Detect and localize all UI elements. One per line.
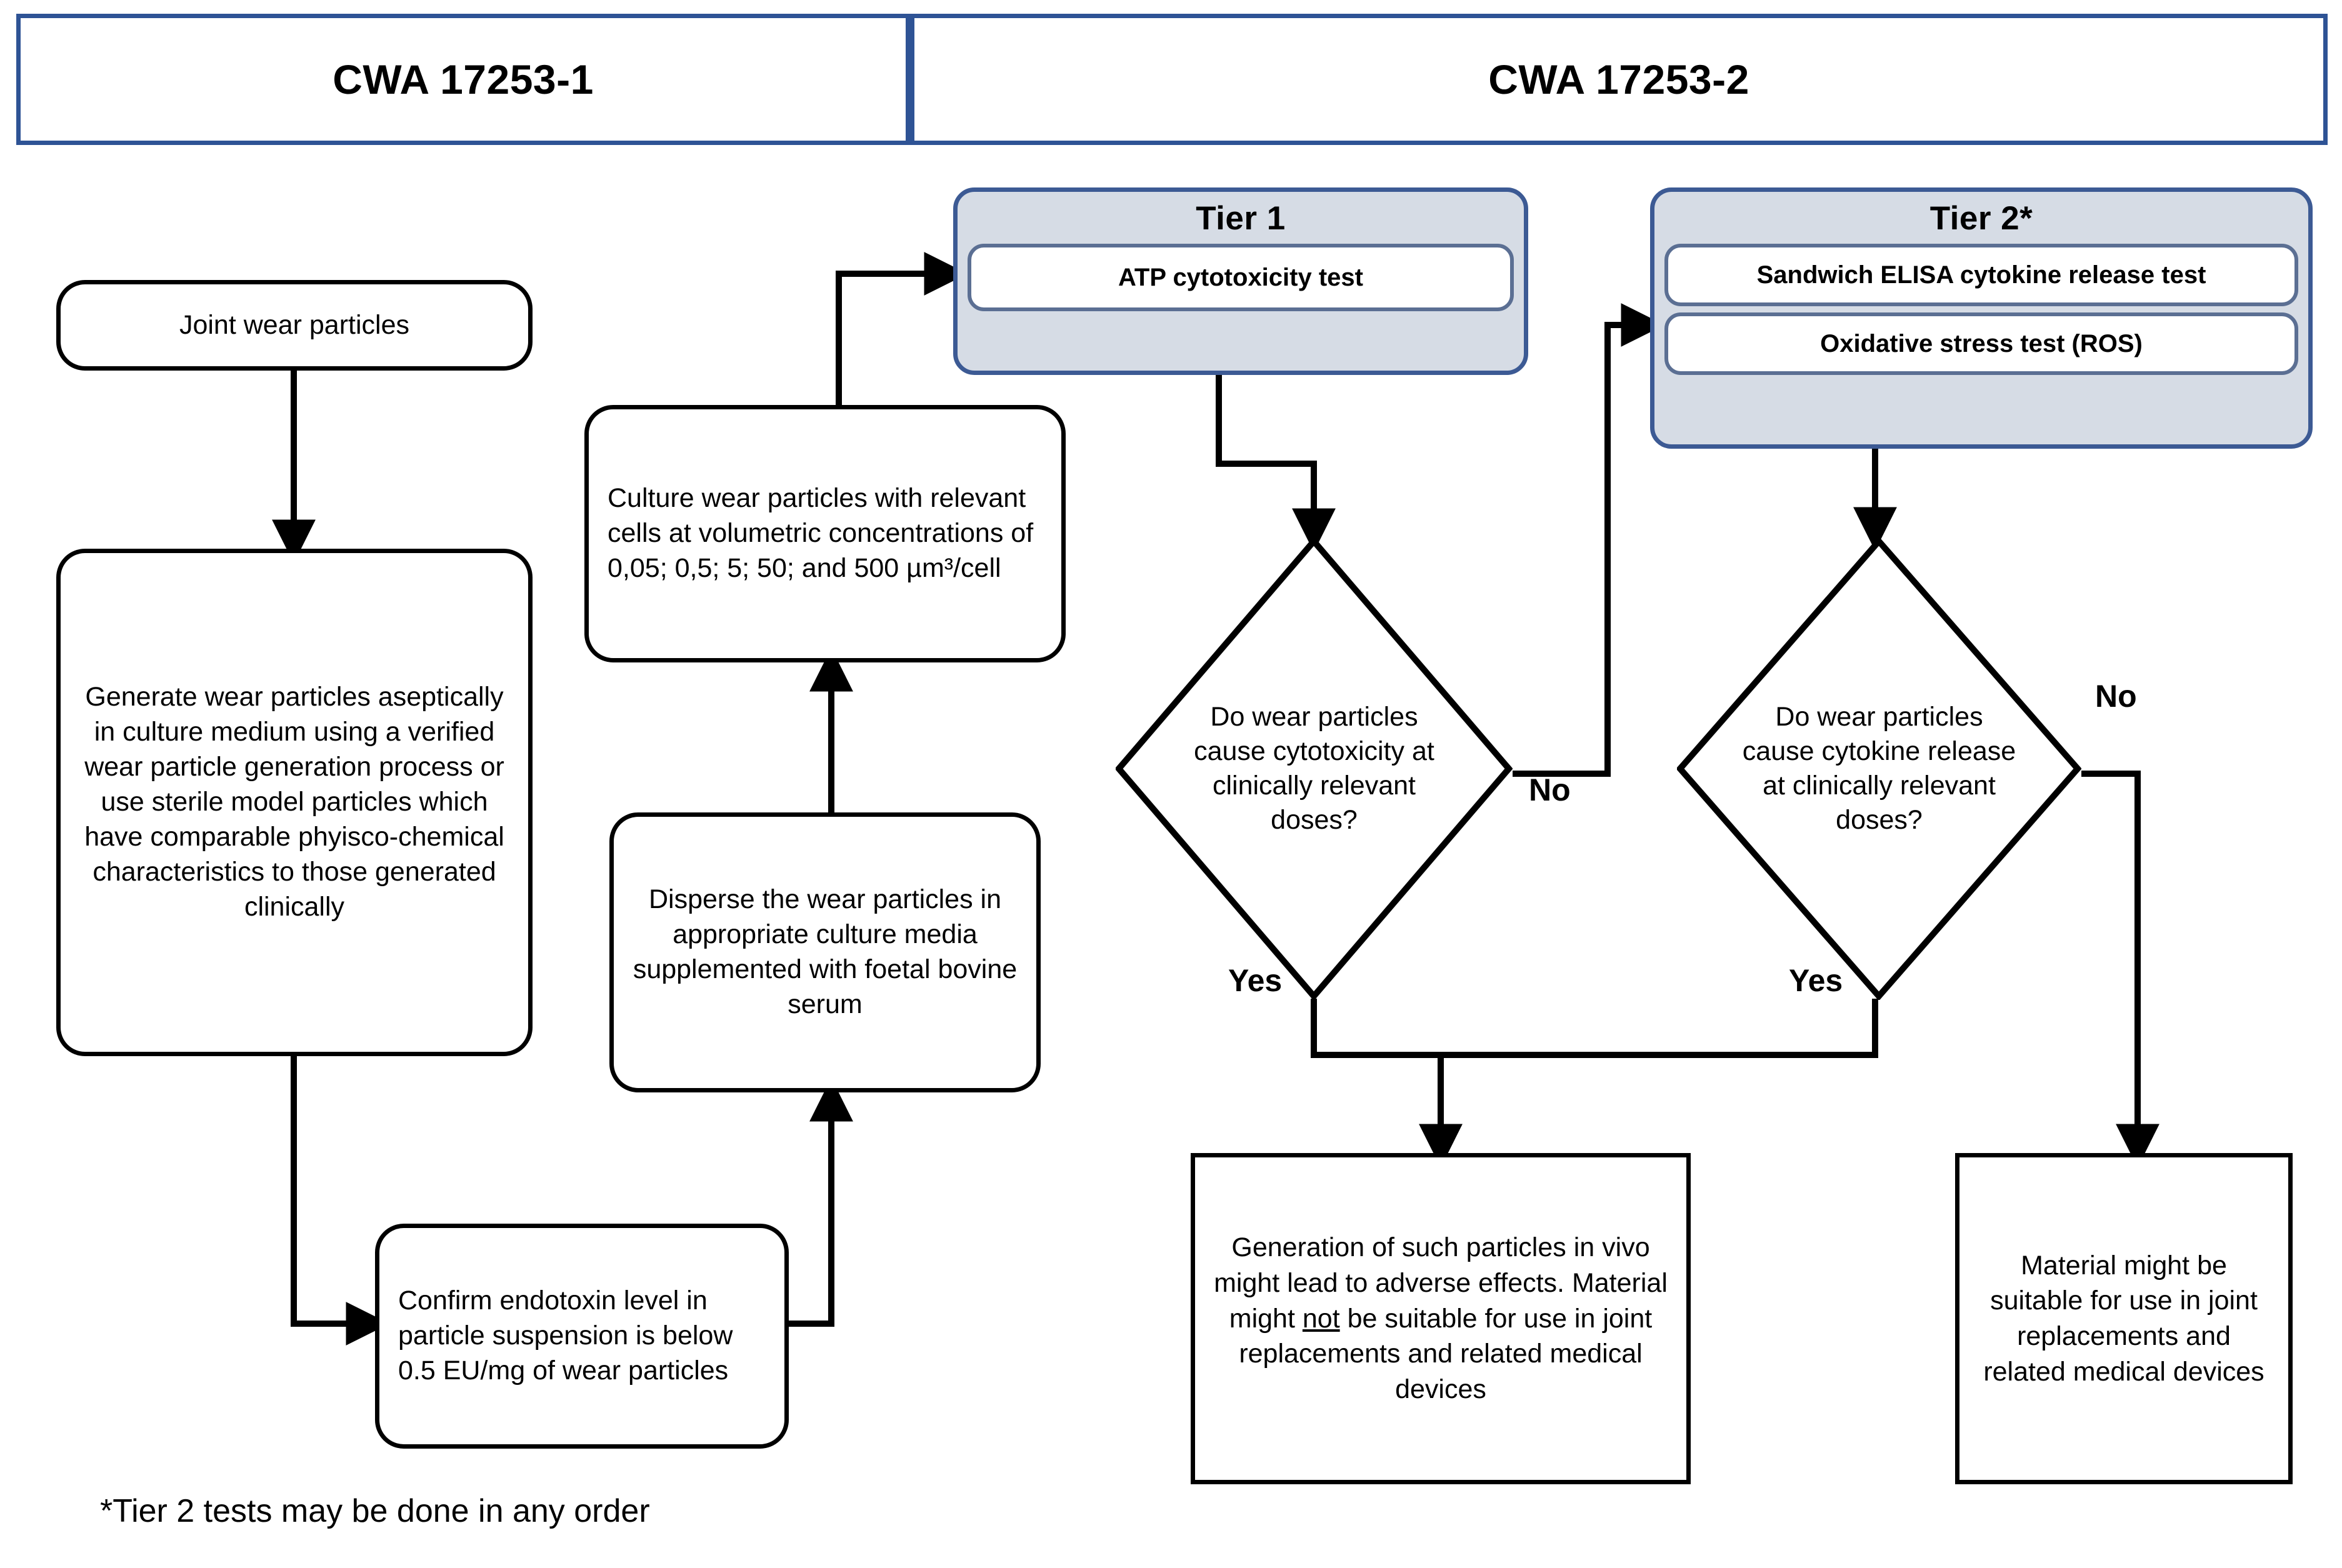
header-cwa-17253-1: CWA 17253-1 — [16, 14, 910, 145]
edge-tier1-to-decision1 — [1216, 375, 1336, 552]
outcome-text-before: Generation of such particles in vivo mig… — [1214, 1232, 1668, 1334]
box-text: Culture wear particles with relevant cel… — [608, 483, 1034, 583]
footnote-tier2-order: *Tier 2 tests may be done in any order — [100, 1493, 650, 1529]
outcome-text: Generation of such particles in vivo mig… — [1195, 1230, 1686, 1407]
tier-1-test-atp[interactable]: ATP cytotoxicity test — [968, 244, 1514, 311]
decision-cytotoxicity-yes-label: Yes — [1228, 963, 1283, 998]
edge-decision1-no-to-tier2 — [1513, 303, 1665, 777]
box-joint-wear-particles: Joint wear particles — [56, 280, 533, 371]
tier-1-title: Tier 1 — [1196, 200, 1286, 237]
tier-test-label: Sandwich ELISA cytokine release test — [1756, 261, 2206, 289]
tier-1-container: Tier 1 ATP cytotoxicity test — [953, 187, 1528, 375]
diamond-shape — [1116, 537, 1513, 1000]
header-label: CWA 17253-1 — [333, 56, 594, 102]
header-cwa-17253-2: CWA 17253-2 — [910, 14, 2328, 145]
decision-text: Do wear particles cause cytokine release… — [1742, 701, 2016, 836]
edge-endotoxin-to-disperse — [789, 1077, 853, 1327]
decision-cytokine-no-label: No — [2095, 679, 2137, 714]
box-text: Generate wear particles aseptically in c… — [84, 682, 504, 922]
decision-cytotoxicity-no-label: No — [1529, 772, 1571, 807]
outcome-text-underlined: not — [1302, 1303, 1340, 1334]
outcome-text-after: be suitable for use in joint replacement… — [1239, 1303, 1653, 1405]
tier-2-title: Tier 2* — [1929, 200, 2033, 237]
diamond-shape — [1677, 537, 2081, 1000]
outcome-adverse: Generation of such particles in vivo mig… — [1191, 1153, 1691, 1484]
outcome-text: Material might be suitable for use in jo… — [1983, 1250, 2264, 1387]
edge-yes-merge — [1311, 999, 1878, 1058]
decision-text: Do wear particles cause cytotoxicity at … — [1194, 701, 1434, 836]
box-disperse-wear-particles: Disperse the wear particles in appropria… — [609, 812, 1041, 1092]
box-text: Confirm endotoxin level in particle susp… — [398, 1286, 733, 1386]
box-generate-wear-particles: Generate wear particles aseptically in c… — [56, 549, 533, 1056]
tier-2-test-elisa[interactable]: Sandwich ELISA cytokine release test — [1664, 244, 2298, 306]
tier-2-container: Tier 2* Sandwich ELISA cytokine release … — [1650, 187, 2313, 449]
edge-generate-to-endotoxin — [291, 1056, 390, 1346]
decision-cytokine-yes-label: Yes — [1789, 963, 1843, 998]
header-label: CWA 17253-2 — [1488, 56, 1749, 102]
box-culture-wear-particles: Culture wear particles with relevant cel… — [584, 405, 1066, 662]
tier-test-label: Oxidative stress test (ROS) — [1820, 329, 2143, 357]
box-confirm-endotoxin: Confirm endotoxin level in particle susp… — [375, 1224, 789, 1449]
tier-2-test-ros[interactable]: Oxidative stress test (ROS) — [1664, 312, 2298, 375]
outcome-suitable: Material might be suitable for use in jo… — [1955, 1153, 2293, 1484]
edge-decision2-no-to-outcome-suitable — [2081, 771, 2159, 1168]
tier-test-label: ATP cytotoxicity test — [1118, 263, 1363, 291]
box-text: Disperse the wear particles in appropria… — [633, 884, 1018, 1019]
box-text: Joint wear particles — [179, 309, 410, 340]
edge-culture-to-tier1 — [836, 252, 968, 405]
decision-cytokine: Do wear particles cause cytokine release… — [1677, 537, 2081, 1000]
decision-cytotoxicity: Do wear particles cause cytotoxicity at … — [1116, 537, 1513, 1000]
